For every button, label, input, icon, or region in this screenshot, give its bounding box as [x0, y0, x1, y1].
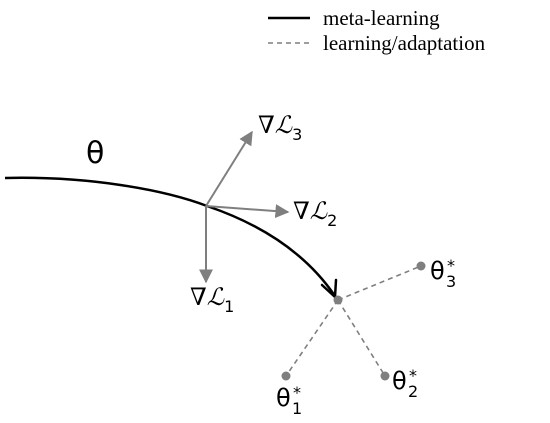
optimum-sub-2: 2 [408, 382, 418, 401]
gradient-label-3: ∇ℒ3 [258, 111, 302, 144]
legend-dashed-label: learning/adaptation [323, 31, 486, 55]
optimum-theta-3: θ [430, 257, 445, 285]
loss-symbol-3: ℒ [275, 111, 293, 139]
optimum-point-1 [281, 371, 291, 381]
optimum-label-1: θ * 1 [276, 383, 302, 418]
adaptation-line-2 [337, 299, 386, 377]
loss-subscript-2: 2 [327, 211, 337, 230]
optimum-label-3: θ * 3 [430, 256, 456, 291]
gradient-label-2: ∇ℒ2 [293, 197, 337, 230]
optimum-sub-1: 1 [292, 399, 302, 418]
svg-text:∇ℒ3: ∇ℒ3 [258, 111, 302, 144]
optimum-label-2: θ * 2 [392, 366, 418, 401]
adaptation-lines [285, 265, 422, 377]
gradient-arrow-3 [205, 130, 253, 207]
nabla-symbol-2: ∇ [293, 197, 310, 225]
loss-symbol-1: ℒ [207, 283, 225, 311]
optimum-point-3 [416, 261, 426, 271]
optimum-theta-1: θ [276, 384, 291, 412]
legend-solid-label: meta-learning [323, 6, 440, 30]
legend: meta-learning learning/adaptation [268, 6, 486, 55]
loss-subscript-1: 1 [224, 297, 234, 316]
gradient-arrow-2 [205, 204, 290, 219]
nabla-symbol-3: ∇ [258, 111, 275, 139]
optimum-point-2 [380, 371, 390, 381]
optimum-sup-2: * [409, 366, 417, 385]
adaptation-line-3 [337, 265, 422, 301]
optimum-sup-1: * [293, 383, 301, 402]
adaptation-line-1 [285, 299, 339, 377]
svg-text:∇ℒ2: ∇ℒ2 [293, 197, 337, 230]
theta-label: θ [86, 136, 104, 171]
meta-learning-path [4, 176, 337, 297]
gradient-label-1: ∇ℒ1 [190, 283, 234, 316]
meta-parameter-point [333, 295, 343, 305]
optimum-sup-3: * [447, 256, 455, 275]
optimum-theta-2: θ [392, 367, 407, 395]
loss-subscript-3: 3 [292, 125, 302, 144]
optimum-sub-3: 3 [446, 272, 456, 291]
loss-symbol-2: ℒ [310, 197, 328, 225]
nabla-symbol-1: ∇ [190, 283, 207, 311]
svg-text:∇ℒ1: ∇ℒ1 [190, 283, 234, 316]
gradient-arrows [199, 130, 290, 284]
